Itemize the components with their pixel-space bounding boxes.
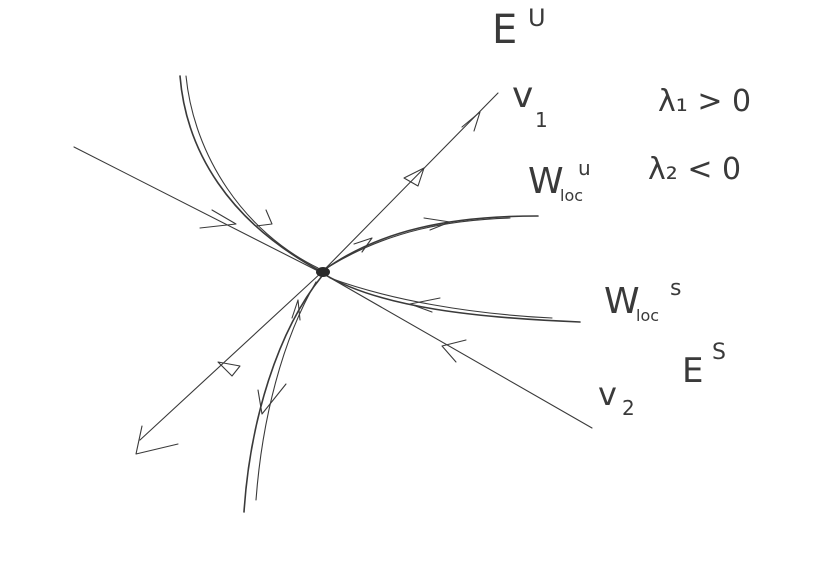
v1-mid-arrow: [403, 167, 425, 187]
unstable-manifold-lower-arrow2: [291, 299, 301, 321]
unstable-manifold-right-trace: [329, 217, 511, 267]
stable-eigenspace-line: [73, 146, 593, 429]
stable-manifold-right-arrow: [409, 297, 441, 313]
stable-manifold-right: [323, 273, 581, 323]
v2-label: v: [598, 375, 617, 413]
wu-superscript: u: [578, 156, 591, 180]
v1-label: v: [512, 75, 534, 116]
stable-manifold-upper-left-trace: [185, 75, 319, 269]
unstable-manifold-lower-trace: [255, 281, 317, 501]
ws-superscript: s: [670, 276, 682, 301]
wu-subscript: loc: [560, 186, 584, 205]
unstable-manifold-right: [323, 215, 539, 271]
es-superscript: S: [712, 340, 726, 365]
unstable-manifold-right-arrow2: [353, 237, 373, 253]
upper-left-curve-arrow: [199, 209, 237, 229]
es-label: E: [682, 351, 704, 391]
eu-superscript: U: [528, 4, 546, 32]
v1-arrowhead: [461, 111, 481, 132]
stable-line-arrow: [441, 339, 467, 363]
ws-subscript: loc: [636, 306, 660, 325]
v1-subscript: 1: [535, 108, 548, 132]
wu-label: W: [528, 161, 564, 202]
unstable-manifold-lower: [243, 275, 323, 513]
lambda2-label: λ₂ < 0: [648, 152, 742, 187]
ws-label: W: [604, 281, 640, 322]
stable-manifold-upper-left: [179, 75, 323, 273]
fixed-point: [316, 267, 330, 277]
lower-left-arrowhead: [135, 425, 179, 455]
unstable-manifold-lower-arrow: [257, 383, 287, 415]
eu-label: E: [492, 7, 518, 53]
stable-manifold-right-trace: [329, 277, 553, 319]
unstable-eigenspace-line: [139, 92, 499, 441]
v2-subscript: 2: [622, 396, 635, 420]
unstable-manifold-right-arrow: [423, 217, 451, 231]
lambda1-label: λ₁ > 0: [658, 84, 752, 119]
upper-left-curve-arrow2: [255, 209, 273, 227]
lower-left-mid-arrow: [217, 361, 241, 377]
